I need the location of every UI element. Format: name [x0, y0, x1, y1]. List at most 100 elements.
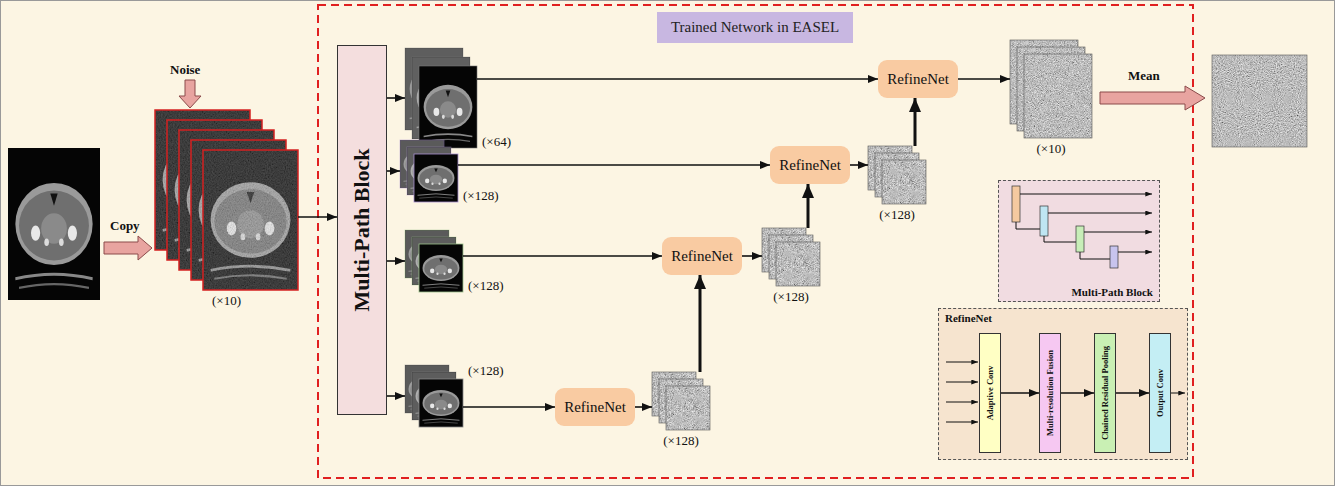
image-stack: (×128)	[652, 372, 710, 430]
multi-path-sketch	[1016, 222, 1040, 229]
inset-panel: Multi-Path Block	[998, 180, 1160, 302]
noisy-copies	[155, 110, 298, 290]
multi-path-block: Multi-Path Block	[337, 45, 387, 415]
refinenet-sketch	[946, 402, 978, 403]
image-stack: (×64)	[405, 48, 477, 148]
feature-maps	[419, 379, 463, 427]
mean-image	[1212, 55, 1307, 147]
count-label: (×64)	[482, 134, 511, 150]
multi-path-sketch	[1040, 206, 1048, 236]
noise-maps	[776, 242, 820, 286]
multi-path-sketch	[1020, 194, 1152, 195]
mean-image	[1212, 55, 1307, 147]
count-label: (×128)	[663, 433, 699, 449]
flow-arrow	[807, 184, 810, 228]
layer-label: Chained Residual Pooling	[1100, 346, 1110, 440]
refinenet-sketch	[938, 308, 1188, 460]
layer-label: Adaptive Conv	[985, 366, 995, 421]
noisy-copies	[203, 150, 298, 290]
flow-arrow	[914, 98, 917, 146]
multi-path-sketch	[998, 180, 1160, 302]
title-tag: Trained Network in EASEL	[657, 12, 853, 43]
multi-path-sketch	[1048, 213, 1152, 214]
count-label: (×128)	[468, 278, 504, 294]
noise-maps	[666, 386, 710, 430]
refinenet-sketch	[946, 362, 978, 363]
multi-path-sketch	[1084, 232, 1152, 233]
block-label: RefineNet	[887, 71, 949, 88]
flow-arrow	[463, 406, 555, 408]
refinenet-sketch	[946, 382, 978, 383]
count-label: (×128)	[463, 188, 499, 204]
copy-arrow	[104, 236, 152, 260]
mean-arrow	[1100, 86, 1205, 110]
feature-maps	[419, 244, 463, 292]
multi-path-sketch	[998, 180, 1160, 302]
count-label: (×128)	[879, 207, 915, 223]
ct-image	[8, 148, 100, 300]
flow-arrow	[958, 78, 1010, 80]
connector-layer	[298, 79, 1149, 407]
flow-arrow	[1116, 392, 1149, 394]
feature-maps	[419, 244, 463, 292]
image-stack: (×10)	[1010, 40, 1092, 138]
count-label: (×128)	[468, 363, 504, 379]
multi-path-sketch	[1076, 226, 1084, 252]
feature-maps	[400, 48, 477, 427]
refinenet-block: RefineNet	[878, 60, 958, 98]
flow-arrow	[387, 170, 400, 172]
block-label: Multi-Path Block	[349, 148, 375, 311]
refinenet-block: RefineNet	[662, 237, 742, 275]
noisy-copies	[203, 150, 298, 290]
copy-arrow	[104, 236, 152, 260]
ct-image	[8, 148, 100, 300]
feature-maps	[419, 66, 477, 148]
image-stack: (×128)	[400, 140, 458, 202]
noise-maps	[1024, 54, 1092, 138]
image-stack: (×128)	[405, 230, 463, 292]
image-stack: (×128)	[868, 146, 926, 204]
feature-maps	[419, 66, 477, 148]
feature-maps	[414, 154, 458, 202]
block-label: RefineNet	[671, 248, 733, 265]
noise-arrow	[179, 80, 201, 108]
flow-arrow	[1001, 392, 1039, 394]
noisy-copies	[203, 150, 298, 290]
multi-path-sketch	[1118, 252, 1152, 253]
refinenet-sketch	[938, 308, 1188, 460]
noise-maps	[882, 160, 926, 204]
network-frame	[318, 5, 1193, 478]
layer-box: Adaptive Conv	[979, 333, 1001, 453]
flow-arrow	[699, 275, 702, 372]
refinenet-sketch	[1171, 393, 1185, 394]
flow-arrow	[742, 255, 762, 257]
block-label: RefineNet	[779, 157, 841, 174]
block-label: RefineNet	[564, 399, 626, 416]
multi-path-sketch	[1012, 186, 1020, 222]
noise-maps	[882, 160, 926, 204]
step-label: Noise	[170, 62, 200, 78]
noise-maps	[1024, 54, 1092, 138]
flow-arrow	[1061, 392, 1094, 394]
layer-box: Chained Residual Pooling	[1094, 333, 1116, 453]
image-stack: (×128)	[762, 228, 820, 286]
count-label: (×128)	[773, 289, 809, 305]
refinenet-sketch	[946, 422, 978, 423]
layer-box: Multi-resolution Fusion	[1039, 333, 1061, 453]
flow-arrow	[387, 260, 405, 262]
noise-maps	[776, 242, 820, 286]
multi-path-sketch	[1080, 252, 1110, 259]
refinenet-block: RefineNet	[770, 146, 850, 184]
feature-maps	[419, 379, 463, 427]
mean-image	[1212, 55, 1307, 147]
flow-arrow	[387, 97, 405, 99]
refinenet-block: RefineNet	[555, 388, 635, 426]
flow-arrow	[458, 164, 770, 166]
flow-arrow	[850, 164, 868, 166]
layer-label: Output Conv	[1155, 369, 1165, 417]
mean-arrow	[1100, 86, 1205, 110]
inset-title: Multi-Path Block	[1071, 286, 1153, 298]
image-stack: (×10)	[155, 110, 298, 290]
step-label: Copy	[110, 218, 140, 234]
